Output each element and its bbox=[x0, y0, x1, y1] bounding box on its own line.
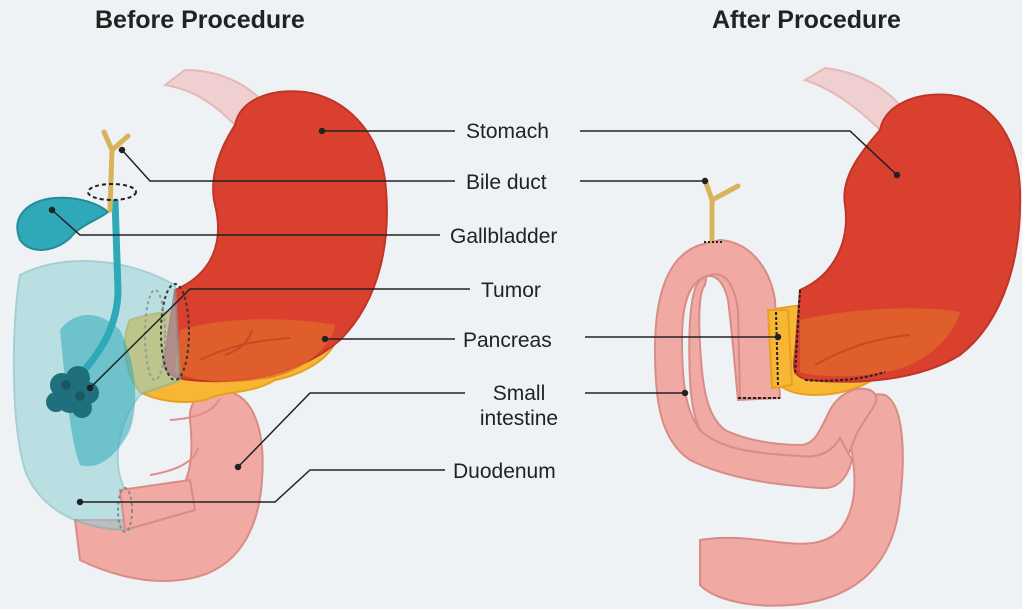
label-tumor: Tumor bbox=[481, 278, 541, 303]
label-pancreas: Pancreas bbox=[463, 328, 552, 353]
before-gallbladder bbox=[17, 198, 108, 250]
label-duodenum: Duodenum bbox=[453, 459, 556, 484]
label-stomach: Stomach bbox=[466, 119, 549, 144]
label-bile-duct: Bile duct bbox=[466, 170, 547, 195]
stomach-leader-right bbox=[580, 131, 897, 175]
label-gallbladder: Gallbladder bbox=[450, 224, 557, 249]
after-bile-duct bbox=[705, 180, 738, 242]
before-diagram bbox=[14, 70, 387, 581]
label-small-intestine-line2: intestine bbox=[466, 406, 572, 431]
label-small-intestine-line1: Small bbox=[466, 381, 572, 406]
after-lower-intestine bbox=[700, 394, 903, 605]
label-small-intestine: Small intestine bbox=[466, 381, 572, 431]
small-intestine-leader-left bbox=[238, 393, 465, 467]
